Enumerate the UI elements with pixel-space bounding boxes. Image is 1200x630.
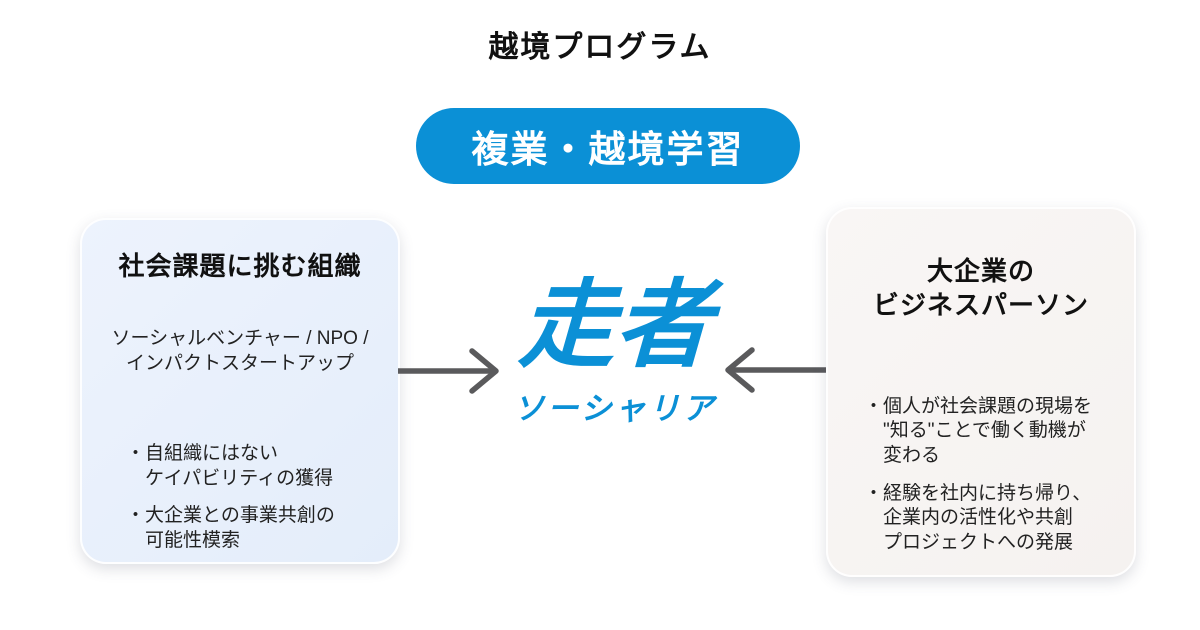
bullet-item: ・ 個人が社会課題の現場を "知る"ことで働く動機が 変わる [864,395,1114,469]
program-badge: 複業・越境学習 [416,108,800,184]
bullet-item: ・ 経験を社内に持ち帰り、 企業内の活性化や共創 プロジェクトへの発展 [864,482,1114,556]
bullet-marker: ・ [126,442,146,464]
bullet-marker: ・ [126,505,146,527]
left-card-bullet-list: ・ 自組織にはない ケイパビリティの獲得 ・ 大企業との事業共創の 可能性模索 [82,442,398,554]
left-card-social-organizations: 社会課題に挑む組織 ソーシャルベンチャー / NPO / インパクトスタートアッ… [80,218,400,564]
bullet-text: 個人が社会課題の現場を "知る"ことで働く動機が 変わる [883,395,1093,466]
bullet-marker: ・ [864,395,884,417]
bullet-marker: ・ [864,482,884,504]
page-title: 越境プログラム [488,31,712,64]
brand-logo-sub: ソーシャリア [513,390,717,426]
bullet-text: 大企業との事業共創の 可能性模索 [145,505,335,552]
right-card-heading: 大企業の ビジネスパーソン [872,256,1089,320]
brand-logo: 走者 ソーシャリア [465,272,765,428]
bullet-item: ・ 大企業との事業共創の 可能性模索 [126,504,378,553]
bullet-text: 経験を社内に持ち帰り、 企業内の活性化や共創 プロジェクトへの発展 [883,482,1092,554]
bullet-text: 自組織にはない ケイパビリティの獲得 [145,442,334,489]
right-card-business-persons: 大企業の ビジネスパーソン ・ 個人が社会課題の現場を "知る"ことで働く動機が… [826,207,1136,577]
left-card-subheading: ソーシャルベンチャー / NPO / インパクトスタートアップ [111,327,369,374]
right-card-bullet-list: ・ 個人が社会課題の現場を "知る"ことで働く動機が 変わる ・ 経験を社内に持… [828,395,1134,556]
arrow-from-right-icon [725,347,826,393]
left-card-heading: 社会課題に挑む組織 [118,251,362,281]
bullet-item: ・ 自組織にはない ケイパビリティの獲得 [126,442,378,491]
arrow-from-left-icon [398,348,499,394]
brand-logo-main: 走者 [517,272,713,379]
program-badge-label: 複業・越境学習 [471,129,745,170]
